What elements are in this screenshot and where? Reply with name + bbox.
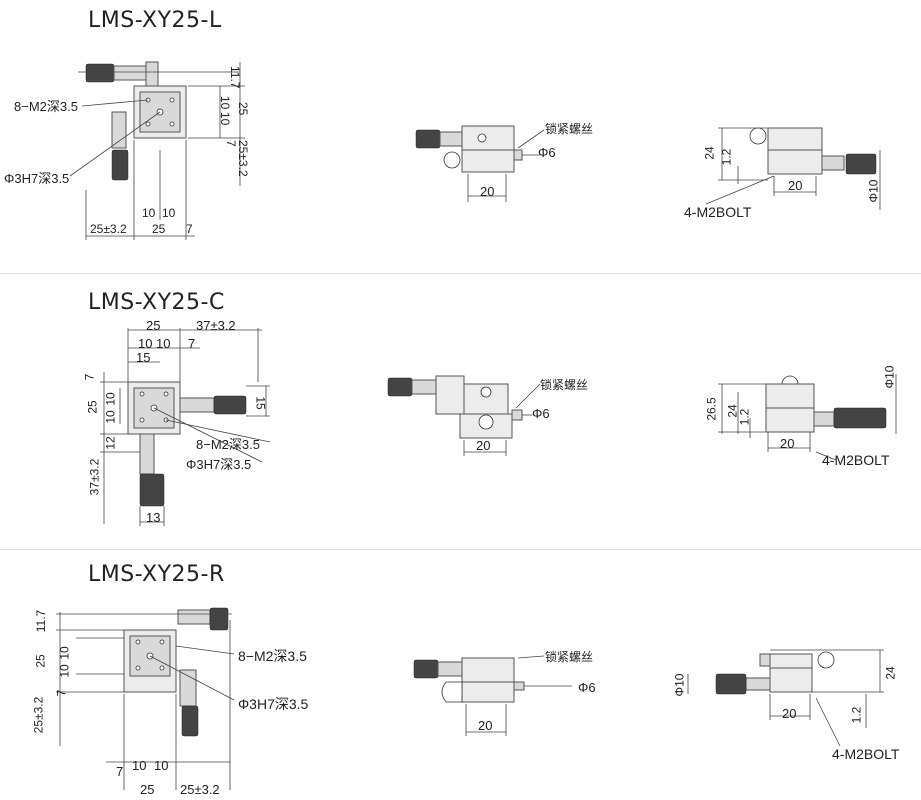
side-height-outer-label: 26.5 [704,397,719,421]
dowel-hole-label: Φ3H7深3.5 [4,171,70,186]
bolt-label: 4-M2BOLT [832,746,900,762]
dim-bottom-4: 25 [140,782,155,797]
side-width-label: 20 [780,436,795,451]
side-gap-label: 1.2 [849,706,864,724]
tap-hole-label: 8−M2深3.5 [238,648,307,664]
section-xy25-r: LMS-XY25-R 11.7 25 10 10 7 25±3.2 7 10 1… [0,550,921,800]
side-view-drawing [705,127,881,210]
side-height-label: 24 [883,666,898,680]
knob-diameter-label: Φ10 [866,179,881,203]
section-title: LMS-XY25-R [88,562,225,587]
dim-bottom-5: 25±3.2 [180,782,220,797]
bolt-label: 4-M2BOLT [822,452,890,468]
knob-diameter-label: Φ10 [882,365,897,389]
dim-bottom-1: 13 [146,510,161,525]
shaft-diameter-label: Φ6 [532,406,550,421]
dim-bottom-5: 7 [186,222,193,236]
side-width-label: 20 [788,178,803,193]
tap-hole-label: 8−M2深3.5 [196,437,260,452]
front-width-label: 20 [478,718,493,733]
bolt-label: 4-M2BOLT [684,204,752,220]
side-gap-label: 1.2 [719,148,734,166]
side-view-drawing [687,649,884,747]
dim-top-3: 10 [138,336,153,351]
section-xy25-l: LMS-XY25-L 8−M2深3.5 Φ3H7深3.5 11.7 10 10 … [0,0,921,272]
dim-bottom-3: 10 [154,758,169,773]
side-width-label: 20 [782,706,797,721]
top-view-drawing [100,328,271,526]
dim-top-1: 25 [146,318,161,333]
dim-bottom-1: 10 [142,206,156,220]
dowel-hole-label: Φ3H7深3.5 [238,696,309,712]
front-width-label: 20 [476,438,491,453]
front-view-drawing [415,125,545,202]
side-gap-label: 1.2 [737,408,752,426]
section-title: LMS-XY25-C [88,290,225,315]
shaft-diameter-label: Φ6 [578,680,596,695]
dowel-hole-label: Φ3H7深3.5 [186,457,252,472]
section-divider [0,549,921,550]
side-height-label: 24 [702,146,717,160]
lock-screw-label: 锁紧螺丝 [545,122,594,136]
side-view-drawing [718,374,897,461]
section-xy25-c: LMS-XY25-C 25 37±3.2 10 10 7 15 7 25 [0,274,921,548]
front-view-drawing [387,375,541,456]
top-view-drawing [69,61,245,240]
section-divider [0,273,921,274]
lock-screw-label: 锁紧螺丝 [540,378,589,392]
dim-bottom-2: 10 [132,758,147,773]
dim-bottom-2: 10 [162,206,176,220]
lock-screw-label: 锁紧螺丝 [545,650,594,664]
dim-bottom-3: 25±3.2 [90,222,127,236]
dim-bottom-4: 25 [152,222,166,236]
dim-top-2: 37±3.2 [196,318,236,333]
top-view-drawing [56,607,235,790]
knob-diameter-label: Φ10 [672,673,687,697]
front-width-label: 20 [480,184,495,199]
front-view-drawing [413,655,572,736]
shaft-diameter-label: Φ6 [538,145,556,160]
dim-top-4: 10 [156,336,171,351]
section-title: LMS-XY25-L [88,8,222,33]
dim-bottom-1: 7 [116,764,124,779]
dim-top-6: 15 [136,350,151,365]
dim-top-5: 7 [188,336,196,351]
tap-hole-label: 8−M2深3.5 [14,99,78,114]
